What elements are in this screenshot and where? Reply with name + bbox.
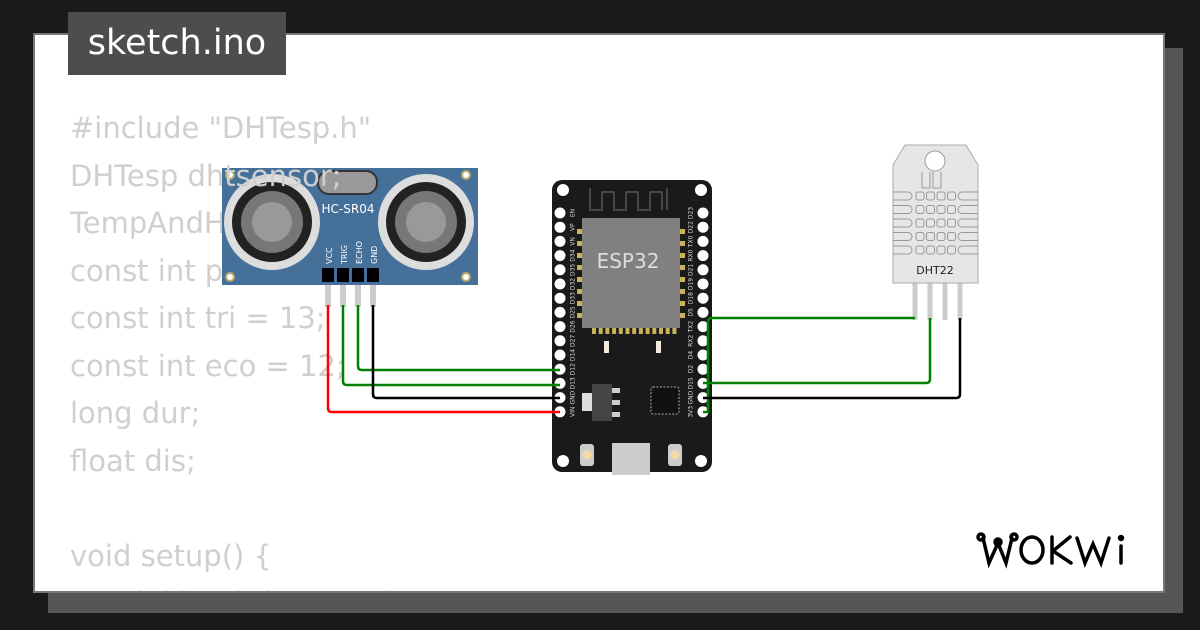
pin-label: D2 [688, 365, 695, 374]
pin-d13[interactable] [554, 377, 566, 389]
pin-rx2[interactable] [697, 335, 709, 347]
hc-sr04-label: HC-SR04 [322, 202, 375, 216]
pin-label: RX0 [688, 249, 695, 261]
pin-echo [352, 268, 364, 282]
code-line: void setup() { [70, 538, 272, 573]
code-line: long dur; [70, 396, 201, 430]
code-line: const int p [70, 253, 224, 288]
pin-label: D18 [688, 292, 695, 304]
pin-label: EN [570, 209, 577, 217]
pin-d14[interactable] [554, 349, 566, 361]
pin-vn[interactable] [554, 235, 566, 247]
pin-label: VN [570, 237, 577, 246]
code-line: DHTesp dhtsensor; [70, 158, 342, 193]
pin-d21[interactable] [697, 264, 709, 276]
pin-d4[interactable] [697, 349, 709, 361]
pin-label: GND [370, 246, 379, 264]
hc-sr04-sensor[interactable]: HC-SR04 VCC TRIG ECHO GND [222, 168, 478, 307]
pin-label: D13 [570, 377, 577, 389]
pin-d5[interactable] [697, 306, 709, 318]
pin-label: D35 [570, 263, 577, 275]
pin-d27[interactable] [554, 335, 566, 347]
wire [703, 318, 932, 385]
code-line: #include "DHTesp.h" [70, 111, 372, 145]
pin-label: D25 [570, 306, 577, 318]
pin-d26[interactable] [554, 321, 566, 333]
code-line: float dis; [70, 443, 196, 478]
code-line: const int eco = 12; [70, 348, 346, 383]
pin-vp[interactable] [554, 221, 566, 233]
wires [326, 305, 962, 414]
pin-label: D27 [570, 334, 577, 346]
pin-label: D19 [688, 278, 695, 290]
wire [703, 318, 962, 400]
pin-d22[interactable] [697, 221, 709, 233]
wire [703, 316, 915, 414]
file-title: sketch.ino [68, 12, 286, 75]
pin-tx0[interactable] [697, 235, 709, 247]
pin-label: D34 [570, 249, 577, 261]
pin-label: 3V3 [688, 406, 695, 418]
code-line: const int tri = 13; [70, 301, 326, 335]
pin-d34[interactable] [554, 250, 566, 262]
pin-d2[interactable] [697, 363, 709, 375]
pin-d23[interactable] [697, 207, 709, 219]
wire [356, 305, 560, 372]
wokwi-logo [976, 532, 1125, 569]
dht22-label: DHT22 [916, 264, 953, 277]
pin-label: RX2 [688, 335, 695, 347]
wire [326, 305, 560, 414]
pin-label: D15 [688, 377, 695, 389]
pin-label: VCC [325, 247, 334, 264]
pin-label: D32 [570, 278, 577, 290]
pin-d35[interactable] [554, 264, 566, 276]
dht22-sensor[interactable]: DHT22 [892, 144, 979, 320]
esp32-chip-label: ESP32 [597, 249, 660, 273]
pin-en[interactable] [554, 207, 566, 219]
pin-label: D12 [570, 363, 577, 375]
code-preview: #include "DHTesp.h" DHTesp dhtsensor; Temp… [70, 105, 404, 591]
code-line: TempAndH [70, 206, 226, 240]
pin-label: D14 [570, 349, 577, 361]
pin-label: D26 [570, 320, 577, 332]
pin-d19[interactable] [697, 278, 709, 290]
pin-label: GND [570, 390, 577, 404]
pin-label: TX2 [688, 321, 695, 334]
transducer-left [224, 174, 320, 270]
pin-label: TX0 [688, 235, 695, 248]
pin-label: D5 [688, 308, 695, 317]
pin-rx0[interactable] [697, 250, 709, 262]
wire [371, 305, 560, 400]
pin-label: ECHO [355, 241, 364, 264]
pin-gnd [367, 268, 379, 282]
pin-trig [337, 268, 349, 282]
pin-label: GND [688, 390, 695, 404]
pin-label: D22 [688, 221, 695, 233]
code-line: Serial.begin(115200); [70, 580, 404, 591]
pin-label: VIN [570, 407, 577, 417]
pin-label: D21 [688, 263, 695, 275]
pin-label: VP [570, 223, 577, 231]
pin-vcc [322, 268, 334, 282]
transducer-right [378, 174, 474, 270]
pin-d33[interactable] [554, 292, 566, 304]
pin-label: TRIG [340, 245, 349, 265]
pin-d18[interactable] [697, 292, 709, 304]
pin-label: D23 [688, 207, 695, 219]
pin-d32[interactable] [554, 278, 566, 290]
pin-label: D4 [688, 351, 695, 360]
pin-d25[interactable] [554, 306, 566, 318]
pin-tx2[interactable] [697, 321, 709, 333]
pin-label: D33 [570, 292, 577, 304]
wire [341, 305, 560, 387]
